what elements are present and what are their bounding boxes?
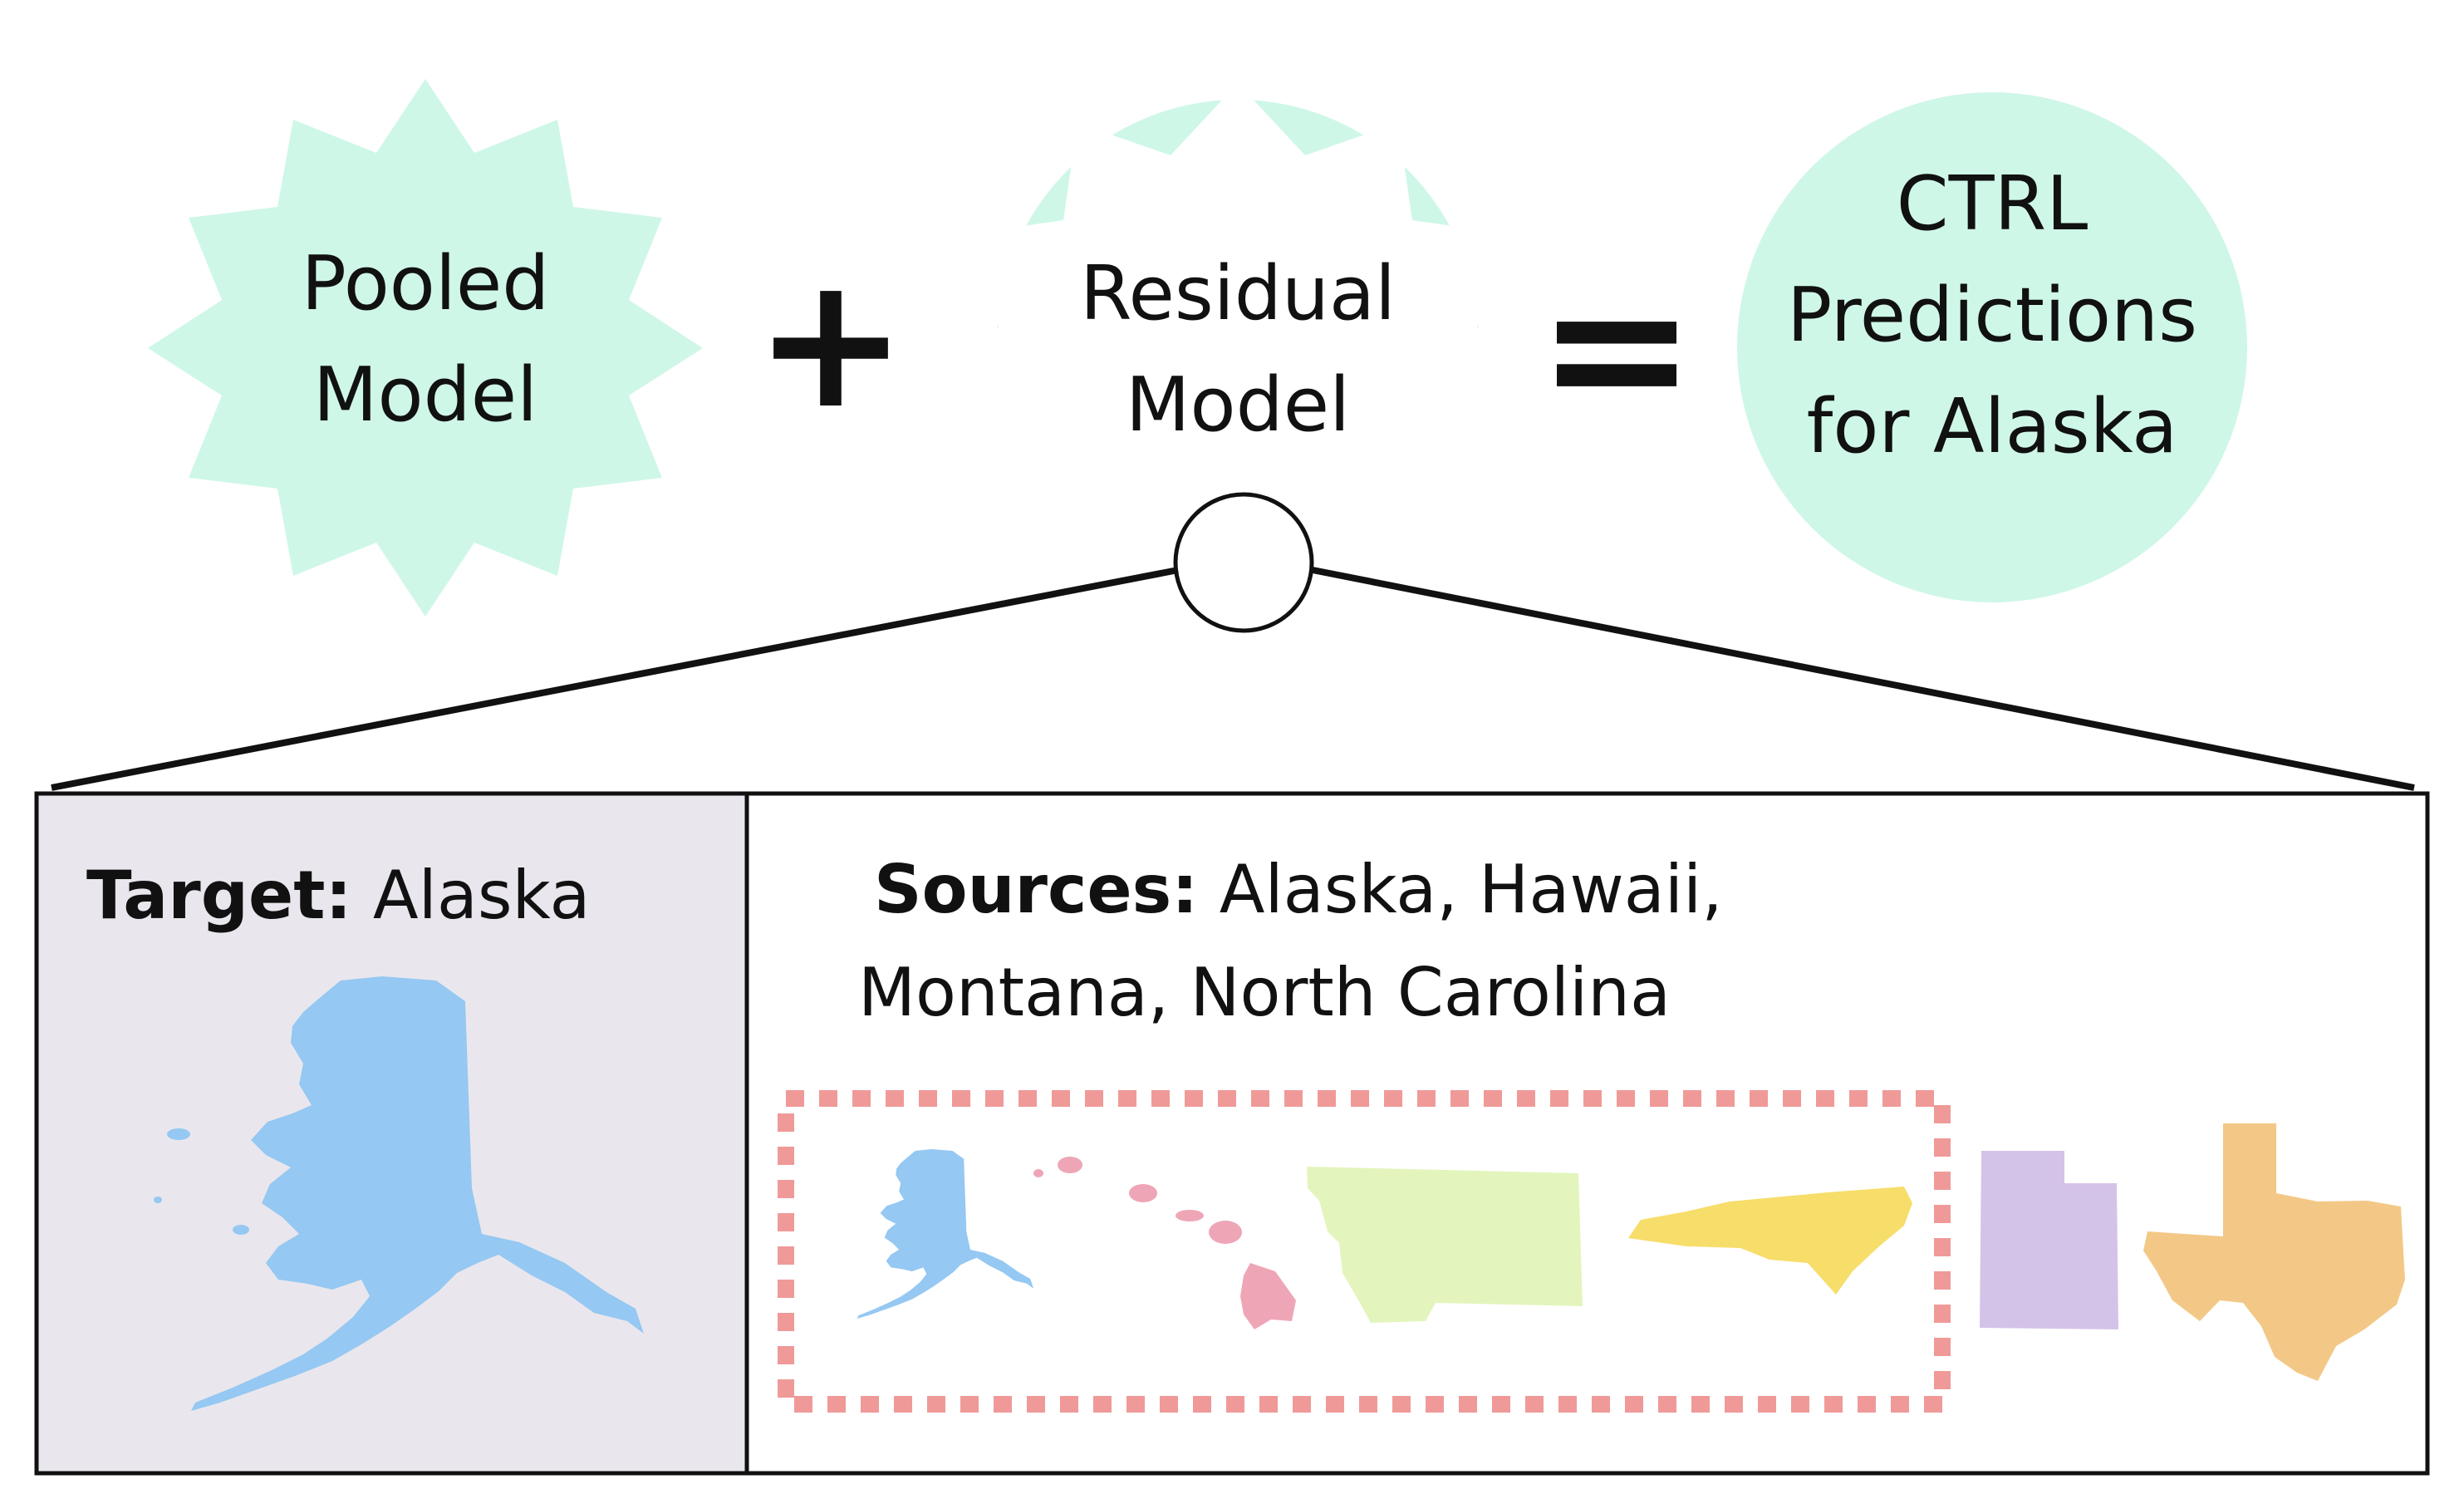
sources-label-value-1: Alaska, Hawaii, xyxy=(1198,851,1722,928)
north-carolina-map xyxy=(1628,1187,1912,1295)
sources-label-bold: Sources: xyxy=(874,851,1198,928)
residual-model-label-line1: Residual xyxy=(1080,250,1396,337)
detail-box-border xyxy=(34,791,2430,1476)
ctrl-label-line3: for Alaska xyxy=(1807,383,2178,470)
ctrl-label-line1: CTRL xyxy=(1897,160,2089,248)
hawaii-island-kauai xyxy=(1058,1157,1082,1173)
sources-label-line1: Sources: Alaska, Hawaii, xyxy=(874,851,1723,928)
texas-map xyxy=(2143,1123,2405,1381)
residual-model-label-line2: Model xyxy=(1126,361,1350,449)
pooled-model-label-line1: Pooled xyxy=(302,240,550,327)
alaska-island-1 xyxy=(167,1128,190,1140)
target-label-bold: Target: xyxy=(86,857,351,934)
ctrl-predictions-circle: CTRL Predictions for Alaska xyxy=(1737,92,2247,602)
alaska-small-map xyxy=(857,1149,1034,1319)
target-label-value: Alaska xyxy=(351,857,590,934)
hawaii-island-maui xyxy=(1209,1221,1242,1244)
sources-label-line2: Montana, North Carolina xyxy=(858,954,1671,1031)
selected-sources-frame xyxy=(778,1090,1951,1413)
zoom-callout xyxy=(51,492,2415,791)
target-label: Target: Alaska xyxy=(86,857,590,934)
equals-sign: = xyxy=(1537,238,1697,459)
montana-map xyxy=(1307,1167,1583,1323)
hawaii-island-molokai xyxy=(1176,1210,1204,1221)
alaska-island-3 xyxy=(154,1197,162,1203)
alaska-island-2 xyxy=(233,1225,249,1235)
plus-sign: + xyxy=(754,236,907,449)
pooled-model-starburst: Pooled Model xyxy=(148,79,703,617)
zoom-line-left xyxy=(51,567,1179,791)
utah-map xyxy=(1980,1151,2118,1329)
target-panel: Target: Alaska xyxy=(86,857,644,1411)
zoom-circle xyxy=(1173,492,1314,633)
ctrl-label-line2: Predictions xyxy=(1787,272,2197,359)
hawaii-island-niihau xyxy=(1033,1169,1043,1177)
ctrl-circle-fill xyxy=(1737,92,2247,602)
hawaii-island-oahu xyxy=(1129,1184,1157,1202)
hawaii-map xyxy=(1033,1157,1296,1329)
residual-model-circle: Residual Model xyxy=(997,100,1479,582)
starburst-shape xyxy=(148,79,703,617)
hawaii-island-big xyxy=(1240,1263,1296,1329)
zoom-line-right xyxy=(1312,567,2415,791)
pooled-model-label-line2: Model xyxy=(313,351,537,439)
sources-panel: Sources: Alaska, Hawaii, Montana, North … xyxy=(778,851,2405,1413)
alaska-map xyxy=(154,976,644,1411)
